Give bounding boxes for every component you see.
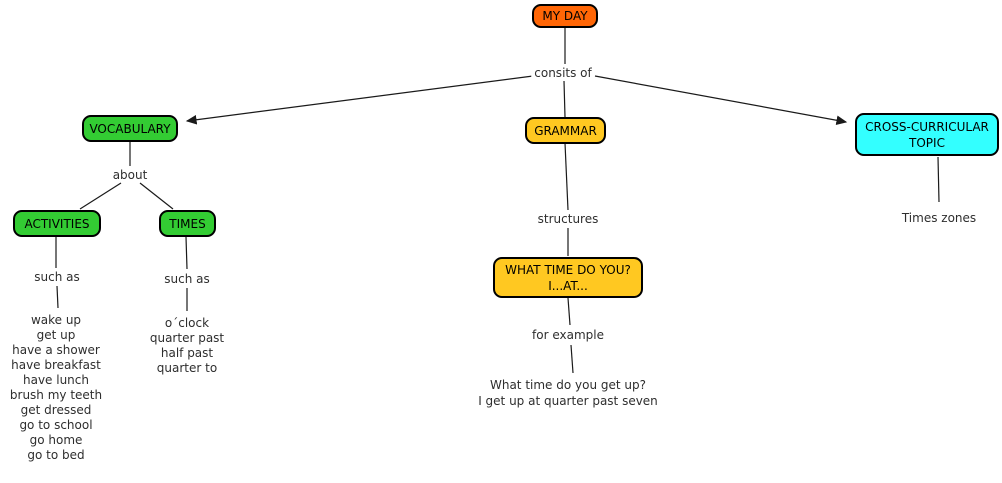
- list-line: What time do you get up?: [489, 378, 647, 392]
- line-suchas-activitylist: [56, 285, 59, 309]
- node-vocabulary[interactable]: VOCABULARY: [82, 115, 178, 142]
- list-line: brush my teeth: [9, 388, 103, 402]
- list-line: have breakfast: [11, 358, 101, 372]
- line-forexample-example: [570, 344, 574, 374]
- line-times-suchas: [185, 236, 188, 270]
- node-grammar[interactable]: GRAMMAR: [525, 117, 606, 144]
- arrow-consitsof-crosscurricular: [594, 75, 848, 125]
- list-line: half past: [160, 346, 214, 360]
- line-whattime-forexample: [567, 297, 571, 326]
- list-line: quarter to: [156, 361, 218, 375]
- node-times[interactable]: TIMES: [159, 210, 216, 237]
- node-cross-curricular-topic[interactable]: CROSS-CURRICULAR TOPIC: [855, 113, 999, 156]
- list-line: have a shower: [12, 343, 100, 357]
- line-about-times: [139, 182, 174, 210]
- link-label-about: about: [109, 168, 151, 182]
- list-line: wake up: [30, 313, 82, 327]
- link-label-such-as-activities: such as: [31, 270, 83, 284]
- link-label-consits-of: consits of: [531, 66, 595, 80]
- line-cross-timeszones: [937, 156, 940, 203]
- list-line: go home: [29, 433, 83, 447]
- line-about-activities: [79, 182, 122, 210]
- list-line: o´clock: [164, 316, 210, 330]
- leaf-times-zones: Times zones: [898, 211, 980, 225]
- node-my-day[interactable]: MY DAY: [532, 4, 598, 28]
- node-activities[interactable]: ACTIVITIES: [13, 210, 101, 237]
- leaf-example-sentences: What time do you get up? I get up at quar…: [478, 377, 658, 409]
- list-line: go to school: [19, 418, 93, 432]
- list-line: have lunch: [22, 373, 89, 387]
- list-line: go to bed: [27, 448, 85, 462]
- list-line: quarter past: [149, 331, 225, 345]
- link-label-such-as-times: such as: [161, 272, 213, 286]
- list-line: get dressed: [20, 403, 92, 417]
- link-label-for-example: for example: [529, 328, 607, 342]
- node-what-time-do-you[interactable]: WHAT TIME DO YOU? I...AT...: [493, 257, 643, 298]
- arrow-consitsof-vocabulary: [185, 75, 534, 125]
- list-line: get up: [36, 328, 76, 342]
- line-consitsof-grammar: [563, 80, 566, 118]
- line-grammar-structures: [564, 142, 569, 211]
- list-line: I get up at quarter past seven: [478, 394, 658, 408]
- link-label-structures: structures: [534, 212, 602, 226]
